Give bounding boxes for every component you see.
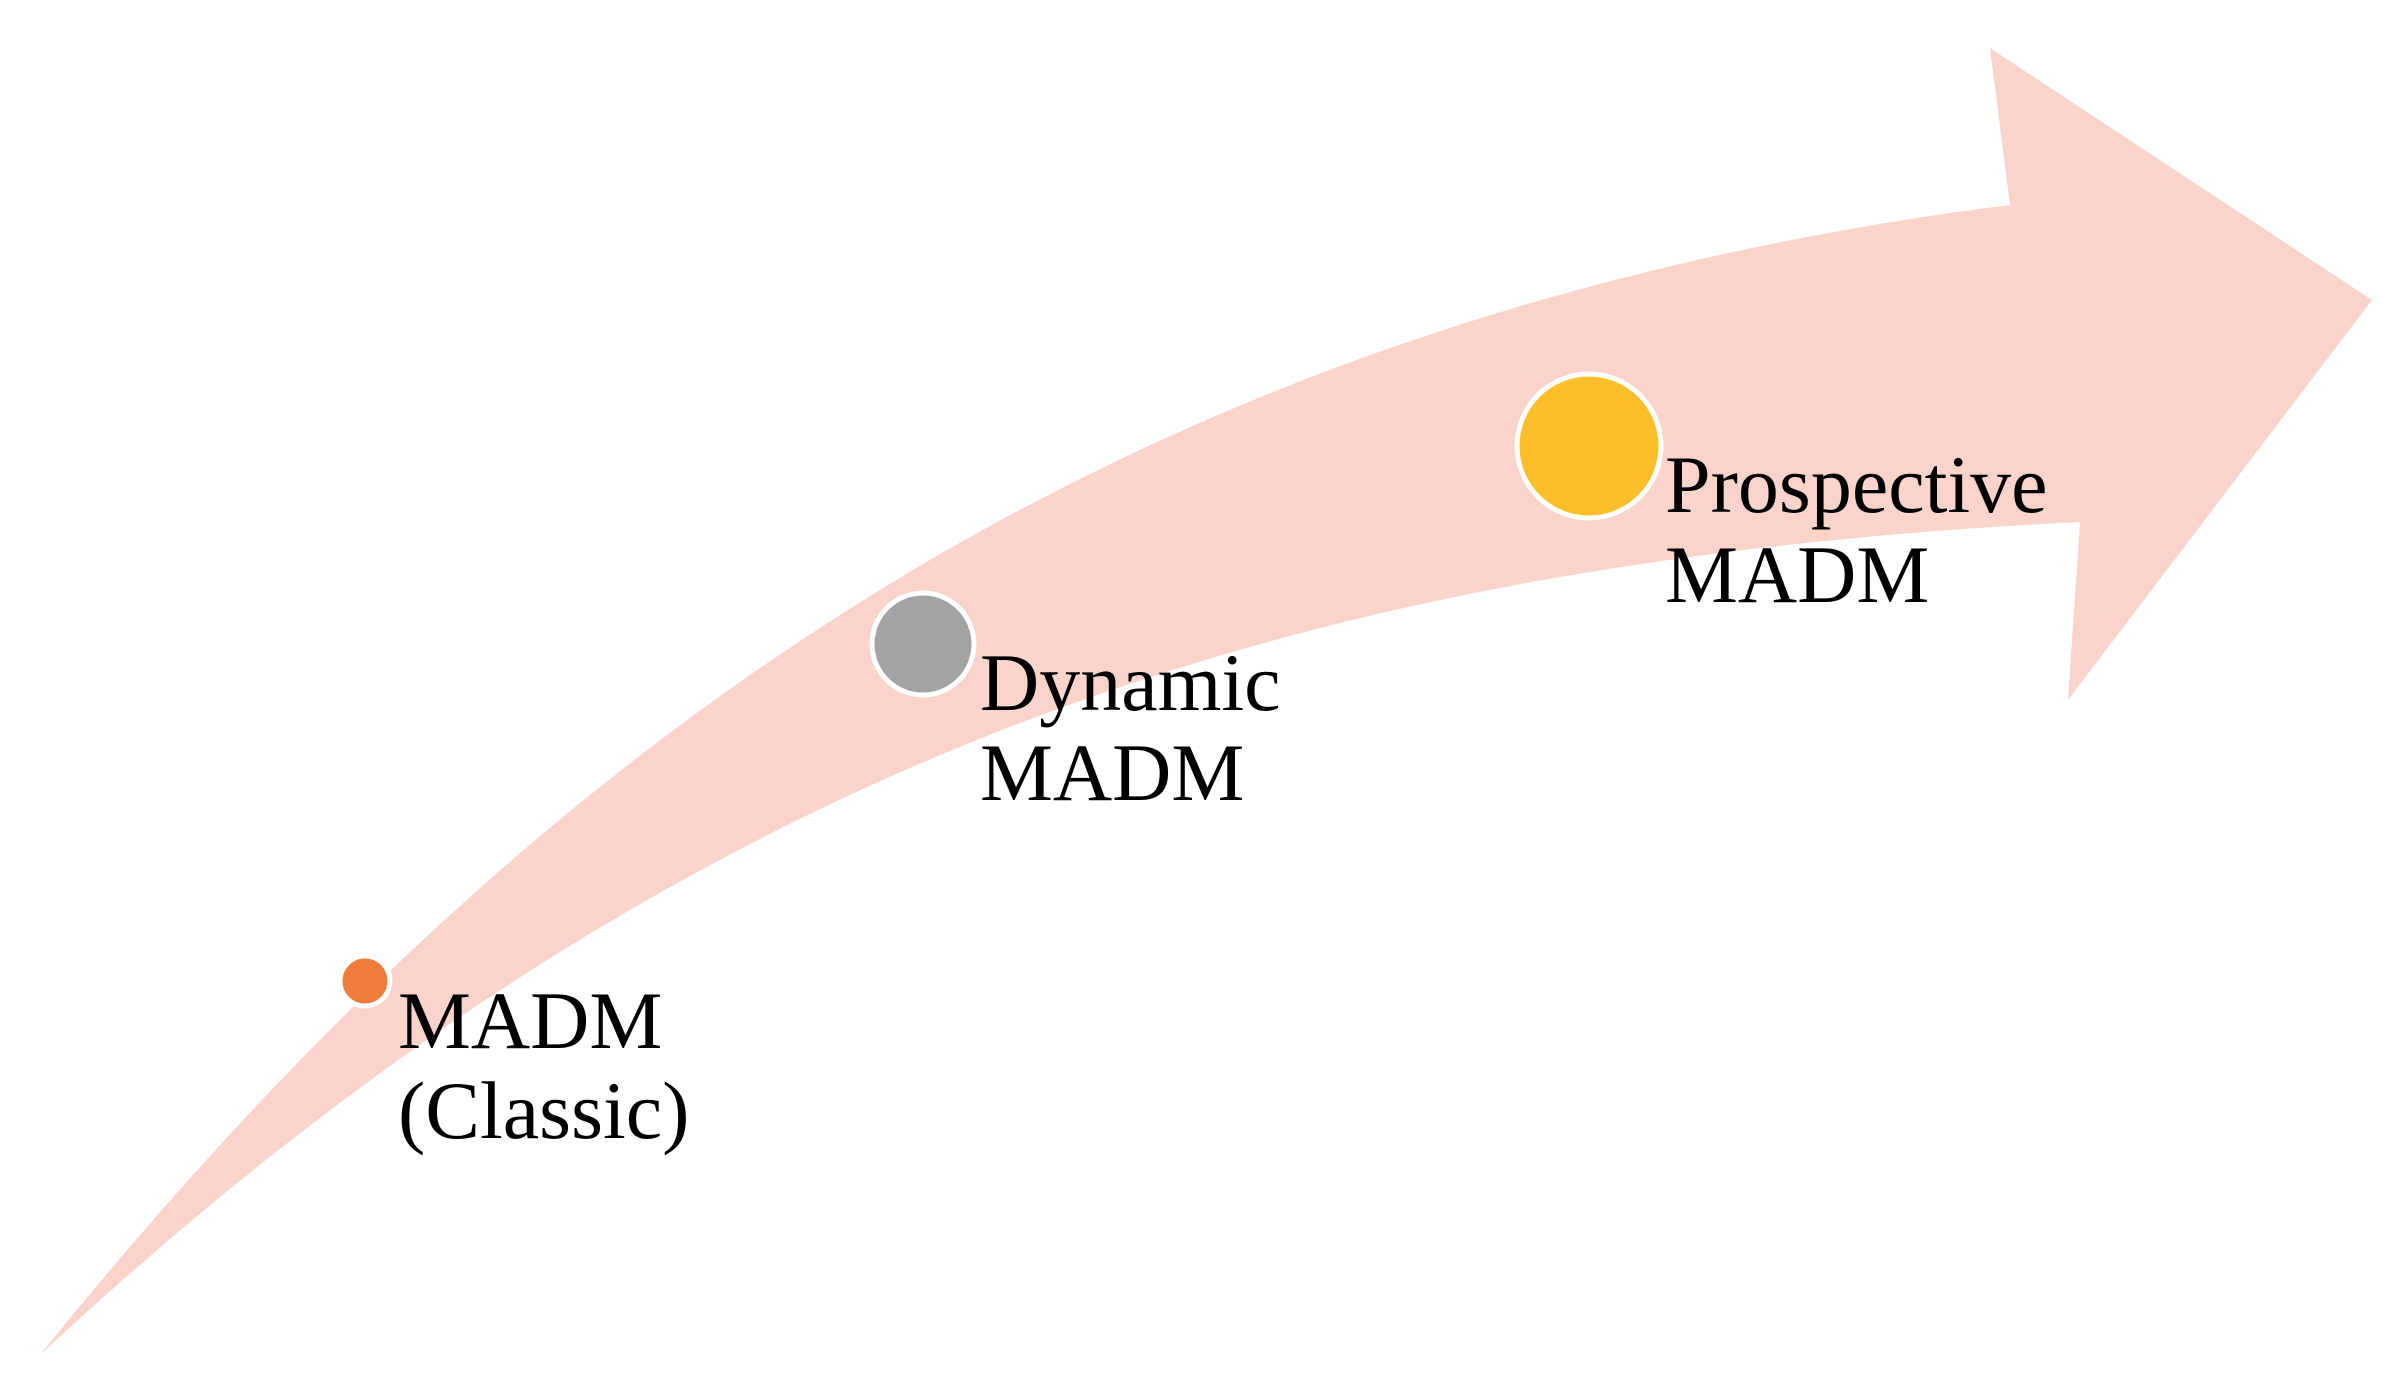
label-line: Prospective bbox=[1665, 439, 2048, 530]
milestone-label-madm-classic: MADM (Classic) bbox=[398, 975, 690, 1157]
milestone-dot-madm-classic bbox=[337, 953, 393, 1009]
milestone-dot-prospective-madm bbox=[1514, 371, 1664, 521]
label-line: MADM bbox=[398, 975, 663, 1066]
label-line: MADM bbox=[1665, 529, 1930, 621]
label-line: Dynamic bbox=[980, 637, 1281, 728]
milestone-dot-dynamic-madm bbox=[869, 590, 977, 698]
label-line: MADM bbox=[980, 727, 1245, 819]
label-line: (Classic) bbox=[398, 1065, 690, 1157]
milestone-label-dynamic-madm: Dynamic MADM bbox=[980, 637, 1281, 819]
milestone-label-prospective-madm: Prospective MADM bbox=[1665, 439, 2048, 621]
curved-arrow-shape bbox=[40, 48, 2372, 1355]
